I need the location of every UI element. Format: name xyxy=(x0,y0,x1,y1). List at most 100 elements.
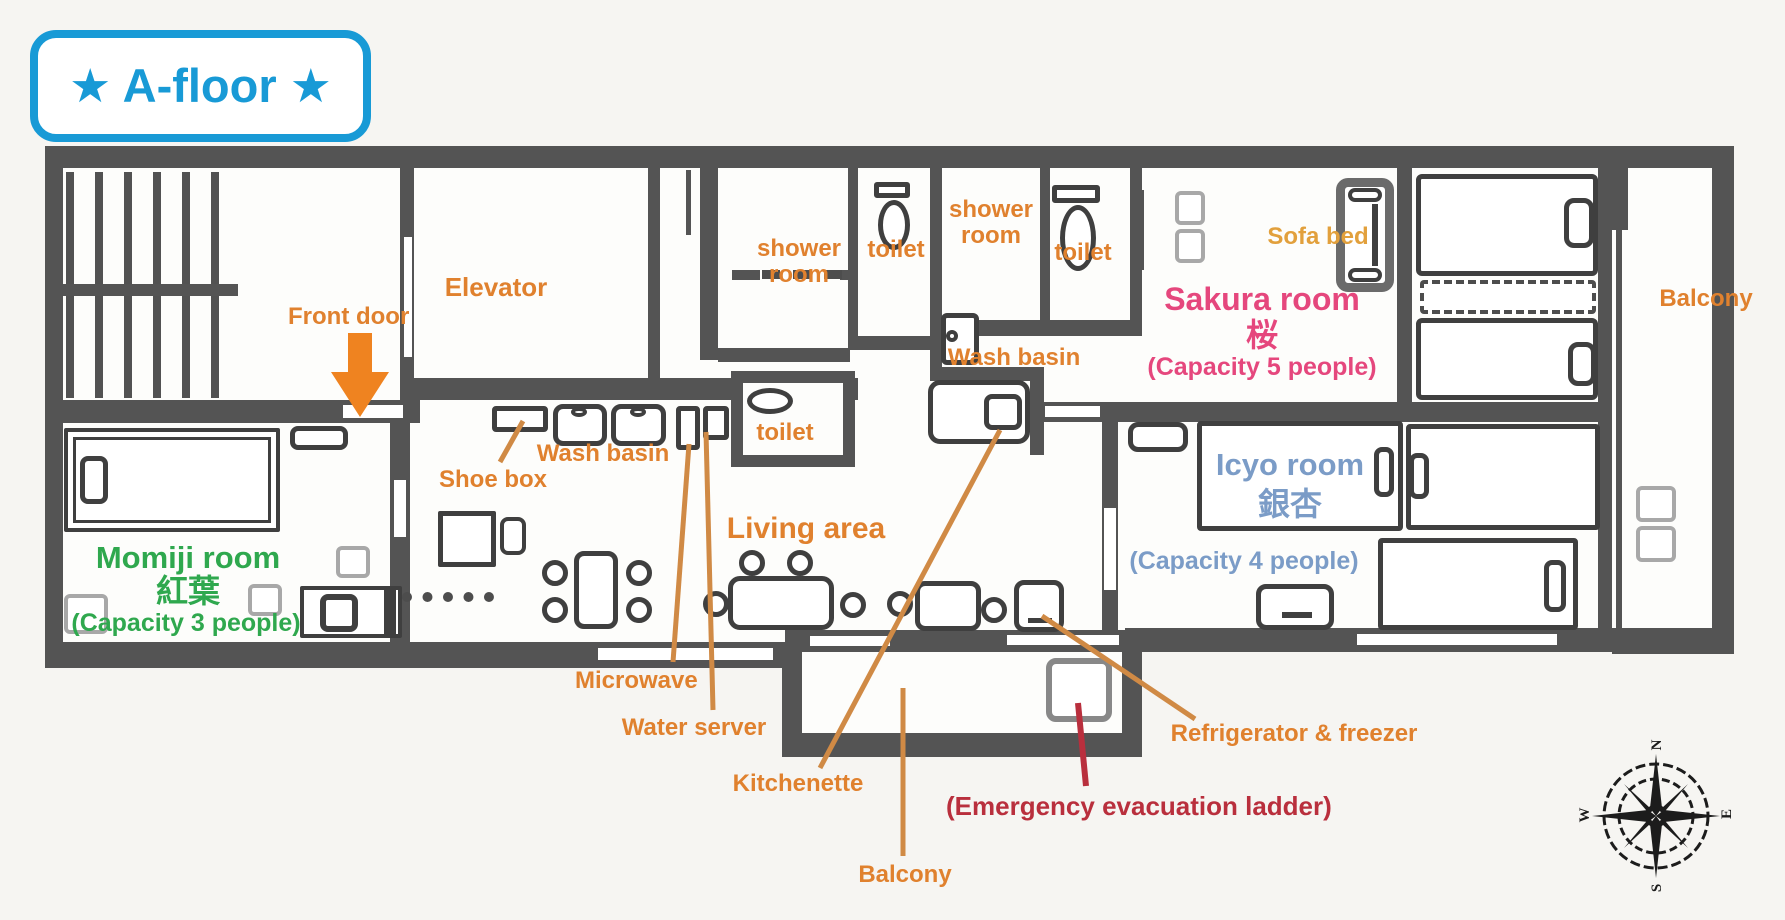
toilet-icon xyxy=(878,200,910,250)
icyo-room-kanji: 銀杏 xyxy=(1257,486,1322,522)
dining-table xyxy=(728,576,834,630)
label-kitchenette: Kitchenette xyxy=(732,770,864,797)
sliding-door-dots xyxy=(402,592,494,602)
chair xyxy=(626,597,652,623)
pillow xyxy=(1409,453,1429,499)
chair xyxy=(542,560,568,586)
momiji-room-name: Momiji room xyxy=(95,540,281,575)
shower-door-dashes xyxy=(762,270,842,279)
icyo-door-opening xyxy=(1104,508,1116,590)
wall xyxy=(1030,402,1612,422)
kitchenette-sink xyxy=(984,394,1022,430)
compass-s: S xyxy=(1649,884,1665,892)
microwave-fixture xyxy=(703,406,729,440)
front-door-arrow xyxy=(331,333,389,417)
label-wash-basin-mid: Wash basin xyxy=(947,344,1081,371)
wall xyxy=(1397,168,1412,414)
momiji-door-opening xyxy=(394,480,406,537)
stair-landing-wall xyxy=(60,284,238,296)
window-opening xyxy=(1007,635,1119,645)
chair xyxy=(840,592,866,618)
label-living-area: Living area xyxy=(726,512,886,545)
sofa-backrest xyxy=(1372,204,1378,266)
bed xyxy=(1406,424,1600,530)
bed xyxy=(1416,318,1598,400)
label-balcony-bottom: Balcony xyxy=(858,861,952,888)
label-shower-room-2: shower room xyxy=(948,196,1034,249)
wall xyxy=(1612,168,1628,230)
wall xyxy=(648,168,660,380)
chair xyxy=(739,550,765,576)
sofa-armrest xyxy=(1348,268,1382,282)
toilet-icon xyxy=(747,388,793,414)
floor-title-badge: ★ A-floor ★ xyxy=(30,30,371,142)
storage-box xyxy=(438,511,496,567)
label-sofa-bed: Sofa bed xyxy=(1267,223,1369,250)
shelf xyxy=(290,426,348,450)
toilet-tank-icon xyxy=(874,182,910,198)
wall xyxy=(930,367,1042,381)
wash-basin-counter xyxy=(941,313,979,365)
label-elevator: Elevator xyxy=(444,272,548,302)
wall xyxy=(1138,190,1144,270)
chair xyxy=(703,591,729,617)
wall xyxy=(1616,230,1622,630)
momiji-room-capacity: (Capacity 3 people) xyxy=(71,609,301,637)
wall xyxy=(1612,628,1734,654)
wall xyxy=(840,270,854,280)
label-shower-room-1: shower room xyxy=(756,235,842,288)
pillow xyxy=(1564,198,1594,248)
label-microwave: Microwave xyxy=(575,667,698,694)
nightstand-handle xyxy=(1282,612,1312,618)
wall xyxy=(700,168,718,360)
sink-tap xyxy=(571,407,587,417)
chair xyxy=(626,560,652,586)
dining-table xyxy=(574,551,618,629)
wall xyxy=(1040,168,1050,330)
chair xyxy=(981,597,1007,623)
floor-title: ★ A-floor ★ xyxy=(69,59,332,112)
wall xyxy=(848,336,932,350)
chair xyxy=(787,550,813,576)
window-opening xyxy=(1357,634,1557,645)
label-balcony-right: Balcony xyxy=(1659,285,1753,312)
wall xyxy=(45,146,1733,168)
desk-chair xyxy=(320,594,358,632)
pillow xyxy=(1544,560,1566,612)
wall xyxy=(930,320,1142,336)
label-toilet-1: toilet xyxy=(867,236,925,263)
wall xyxy=(718,348,850,362)
label-refrigerator: Refrigerator & freezer xyxy=(1170,720,1418,747)
pillow xyxy=(1374,447,1394,497)
balcony-door-opening xyxy=(810,636,890,646)
bed xyxy=(1197,421,1403,531)
refrigerator-handle xyxy=(1028,618,1052,623)
toilet-tank-icon xyxy=(1052,185,1100,203)
compass-rose: N E S W xyxy=(1578,739,1734,892)
compass-w: W xyxy=(1578,808,1593,823)
sakura-room-kanji: 桜 xyxy=(1245,317,1278,353)
desk-side xyxy=(384,590,396,634)
elevator-door-opening xyxy=(404,237,412,357)
sofa-armrest xyxy=(1348,188,1382,202)
sink-tap xyxy=(630,407,646,417)
balcony-unit xyxy=(1636,486,1676,522)
dining-table xyxy=(915,581,981,631)
pillow xyxy=(80,456,108,504)
closet-box xyxy=(1175,229,1205,263)
wall xyxy=(782,648,802,755)
label-wash-basin-entrance: Wash basin xyxy=(536,440,670,467)
compass-n: N xyxy=(1649,739,1665,750)
closet-box xyxy=(248,584,282,616)
wall xyxy=(848,168,858,348)
closet-box xyxy=(336,546,370,578)
nightstand xyxy=(1256,584,1334,630)
toilet-room xyxy=(731,371,855,467)
label-front-door: Front door xyxy=(288,303,410,330)
window-opening xyxy=(598,648,773,660)
cushion xyxy=(1128,422,1188,452)
sakura-room-name: Sakura room xyxy=(1164,281,1360,317)
futon-dashed xyxy=(1420,280,1596,314)
